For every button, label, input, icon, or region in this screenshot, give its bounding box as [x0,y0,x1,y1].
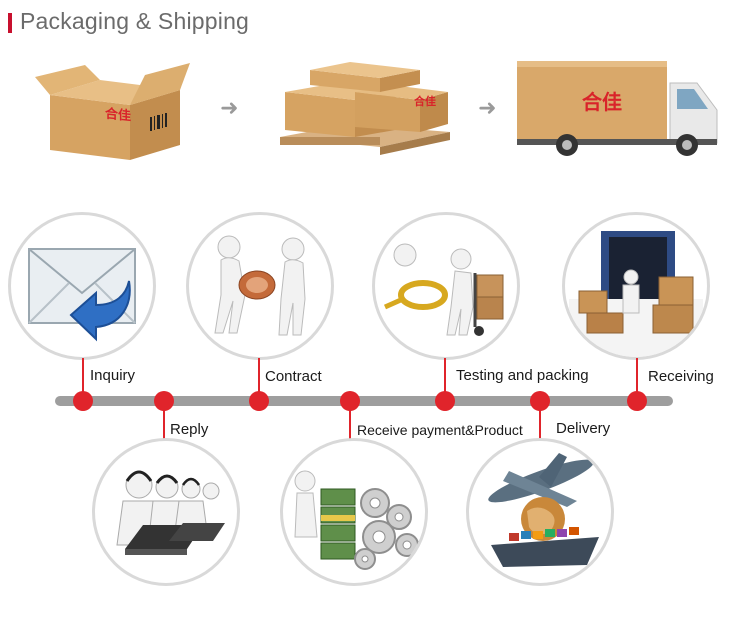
magnifier-hand-truck-icon [383,243,504,336]
payment-dot [340,391,360,411]
delivery-circle [466,438,614,586]
contract-circle [186,212,334,360]
inquiry-dot [73,391,93,411]
contract-dot [249,391,269,411]
testing-circle [372,212,520,360]
inquiry-connector [82,358,84,398]
step-label-payment: Receive payment&Product [357,422,523,438]
step-label-contract: Contract [265,368,322,385]
testing-connector [444,358,446,398]
reply-circle [92,438,240,586]
receiving-circle [562,212,710,360]
process-timeline [55,396,673,406]
call-center-icon [116,470,225,555]
receiving-dot [627,391,647,411]
arrow-right-icon: ➜ [478,95,497,120]
step-label-testing: Testing and packing [456,367,589,384]
plane-ship-globe-icon [488,453,599,567]
inquiry-circle [8,212,156,360]
money-gears-icon [294,470,419,570]
title-accent-bar [8,13,12,33]
testing-dot [435,391,455,411]
receiving-connector [636,358,638,398]
step-label-reply: Reply [170,421,209,438]
page-title: Packaging & Shipping [20,8,250,34]
delivery-connector [539,405,541,445]
payment-connector [349,405,351,445]
carton-box-icon [35,63,190,160]
reply-dot [154,391,174,411]
brand-logo-pallet: 合佳 [414,96,436,108]
container-warehouse-icon [569,231,703,357]
arrow-right-icon: ➜ [220,95,239,120]
payment-circle [280,438,428,586]
handshake-figures-icon [214,235,306,336]
reply-connector [163,405,165,445]
delivery-dot [530,391,550,411]
brand-logo-truck: 合佳 [582,92,622,114]
step-label-receiving: Receiving [648,368,714,385]
pallet-boxes-icon [280,62,450,155]
mail-reply-icon [28,248,136,342]
brand-logo-box: 合佳 [105,105,132,124]
step-label-delivery: Delivery [556,420,611,437]
delivery-truck-icon [517,61,718,156]
contract-connector [258,358,260,398]
step-label-inquiry: Inquiry [90,367,136,384]
